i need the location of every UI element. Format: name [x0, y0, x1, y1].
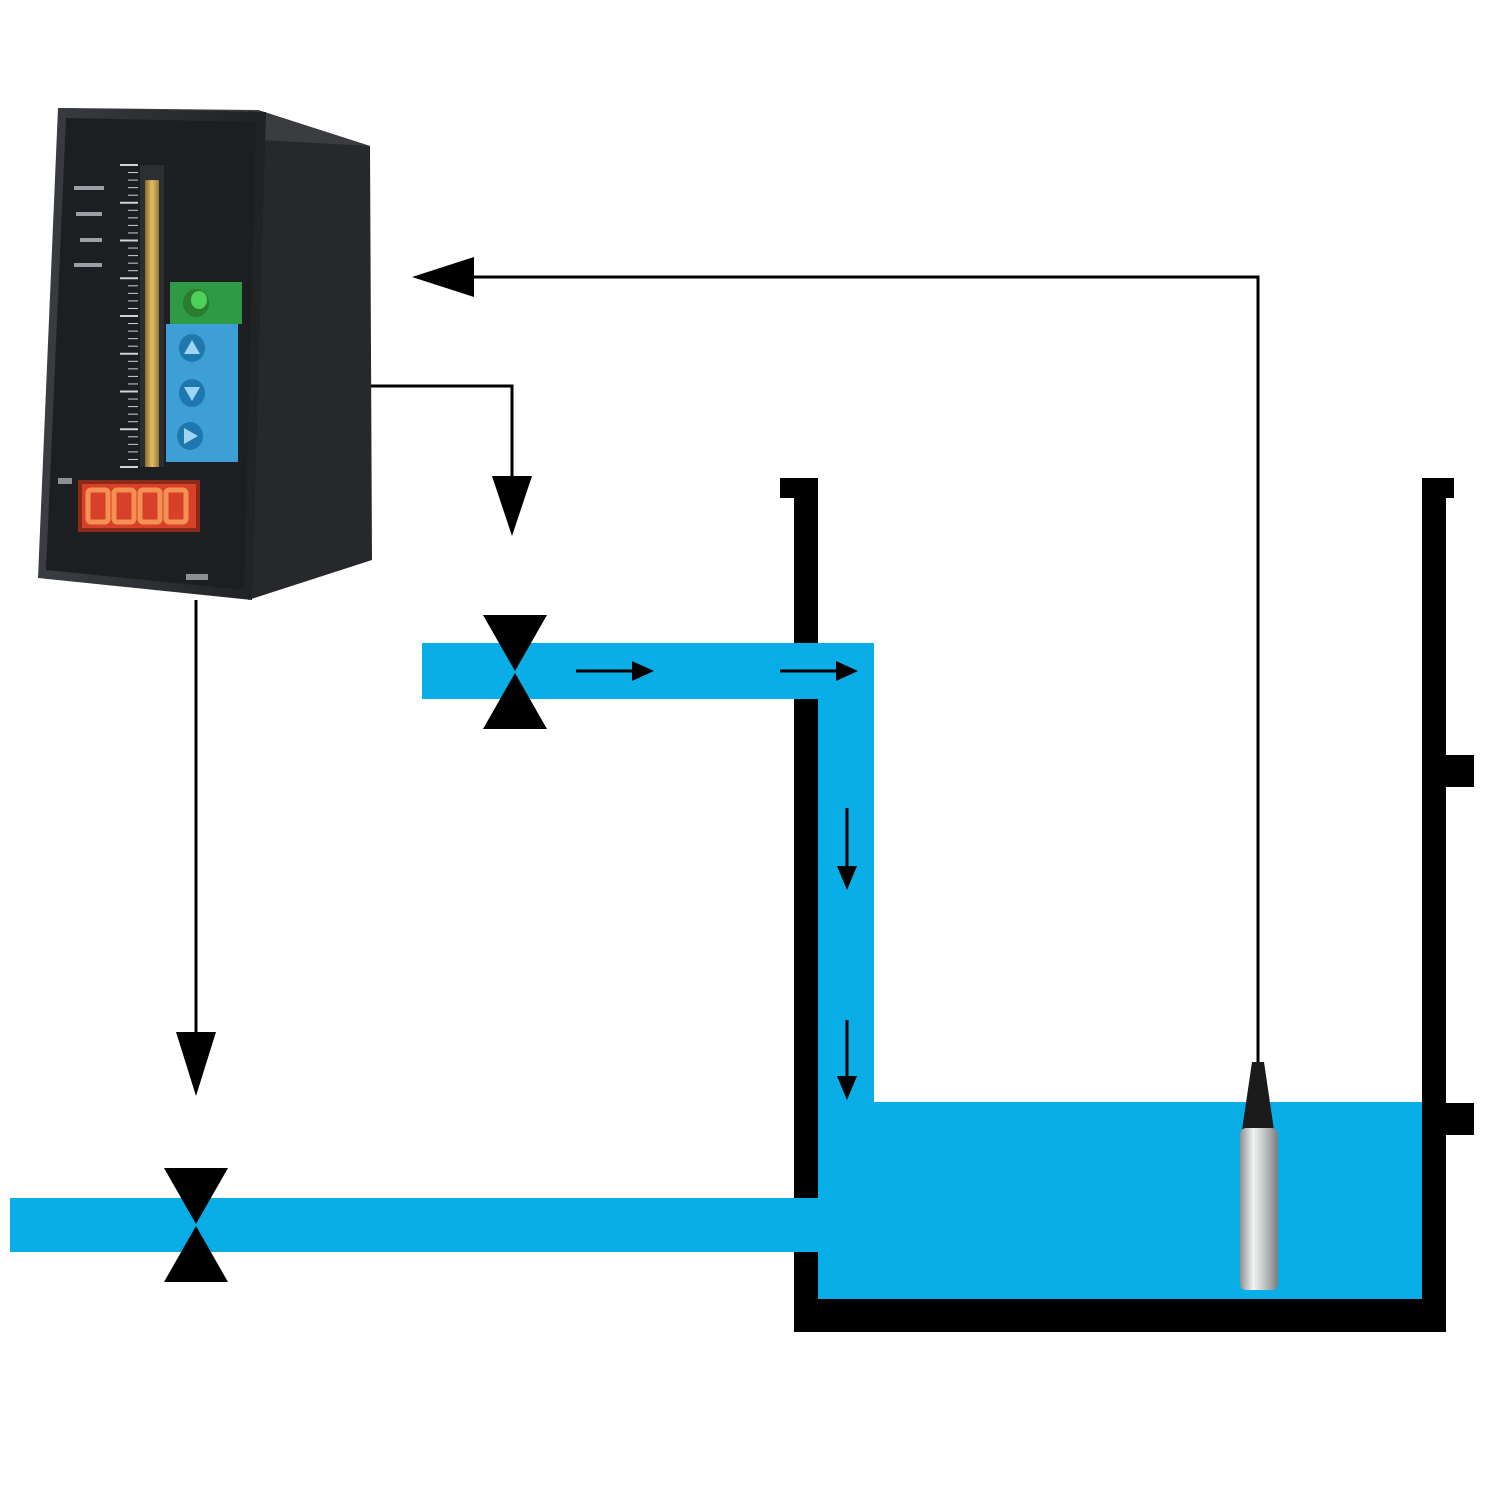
right-arrow-icon [576, 661, 654, 681]
tank-right-lip [1422, 478, 1454, 498]
tank-left-wall-mid [794, 699, 818, 1198]
tank-bottom [794, 1299, 1446, 1332]
tank-left-wall-top [794, 478, 818, 643]
water [10, 643, 1422, 1299]
inlet-control-line [370, 384, 514, 490]
high-level-tab [1446, 755, 1474, 787]
tank-water [818, 1101, 1422, 1299]
tank [780, 478, 1474, 1332]
bar-graph-fill [145, 180, 159, 467]
unit-label [58, 478, 72, 484]
level-sensor [1240, 1062, 1278, 1290]
green-led-icon[interactable] [183, 289, 209, 317]
bar-graph-scale [120, 164, 138, 468]
sensor-probe [1240, 1128, 1278, 1290]
flow-arrows [576, 661, 858, 1100]
controller-side [248, 110, 372, 600]
right-arrow-icon[interactable] [177, 422, 203, 450]
low-level-tab [1446, 1103, 1474, 1135]
outlet-valve-icon[interactable] [164, 1168, 228, 1282]
tank-left-lip [780, 478, 818, 498]
display-segments [85, 487, 189, 525]
model-label [186, 574, 208, 580]
down-arrow-icon [837, 1020, 857, 1100]
sensor-signal-arrowhead [412, 257, 474, 297]
inlet-valve-icon[interactable] [483, 615, 547, 729]
signal-lines [194, 275, 1260, 1065]
sensor-cable-gland [1242, 1062, 1274, 1130]
level-controller [38, 108, 372, 600]
down-arrow-icon[interactable] [179, 379, 205, 407]
down-arrow-icon [837, 808, 857, 890]
outlet-control-arrowhead [176, 1032, 216, 1096]
up-arrow-icon[interactable] [179, 334, 205, 362]
outlet-pipe [10, 1198, 820, 1252]
right-arrow-icon [780, 661, 858, 681]
status-labels [74, 186, 104, 267]
tank-right-wall [1422, 478, 1446, 1332]
sensor-signal-line [460, 275, 1260, 1065]
inlet-control-arrowhead [492, 476, 532, 536]
